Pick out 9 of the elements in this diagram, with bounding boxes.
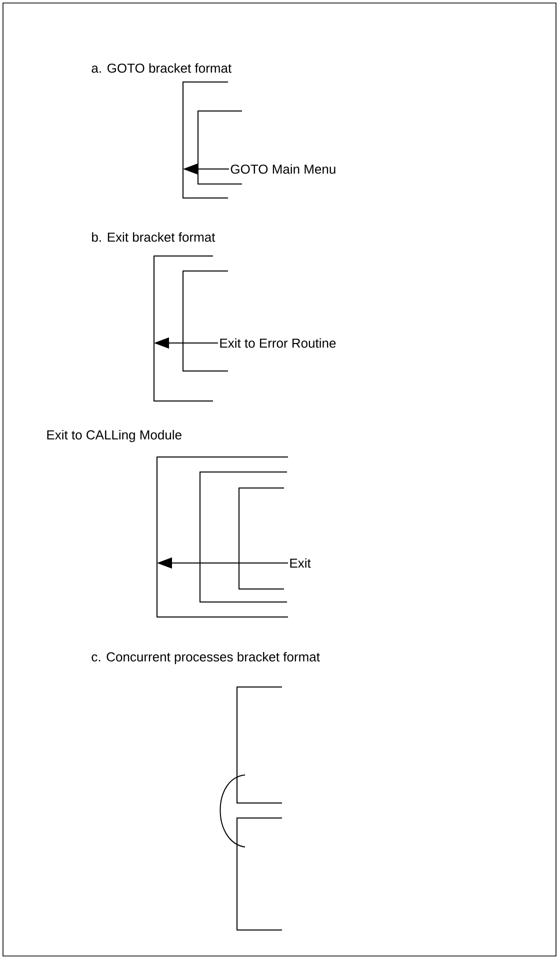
bracket bbox=[182, 82, 228, 198]
section-heading: Exit to CALLing Module bbox=[47, 430, 182, 442]
bracket bbox=[156, 456, 288, 618]
exit-label: Exit bbox=[290, 558, 311, 568]
section-heading: b. Exit bracket format bbox=[92, 232, 216, 242]
bracket bbox=[154, 256, 214, 402]
exit-label: Exit to Error Routine bbox=[220, 338, 336, 348]
exit-label: GOTO Main Menu bbox=[230, 164, 336, 174]
section-heading: c. Concurrent processes bracket format bbox=[92, 652, 320, 664]
